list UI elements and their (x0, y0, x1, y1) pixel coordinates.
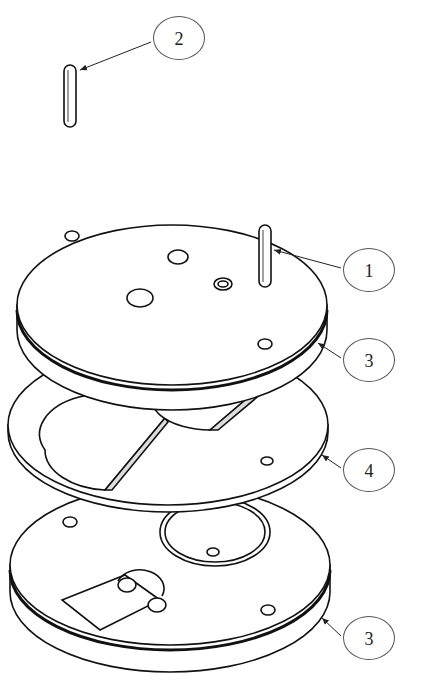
pin (64, 65, 76, 127)
top-plate (17, 225, 327, 410)
callout-number: 1 (343, 248, 395, 292)
callout-number: 3 (343, 338, 395, 382)
callout-number: 3 (343, 616, 395, 660)
bottom-plate (10, 485, 330, 672)
callout-number: 4 (343, 448, 395, 492)
pin (259, 225, 271, 287)
callout-number: 2 (153, 16, 205, 60)
leader-line (80, 42, 341, 636)
